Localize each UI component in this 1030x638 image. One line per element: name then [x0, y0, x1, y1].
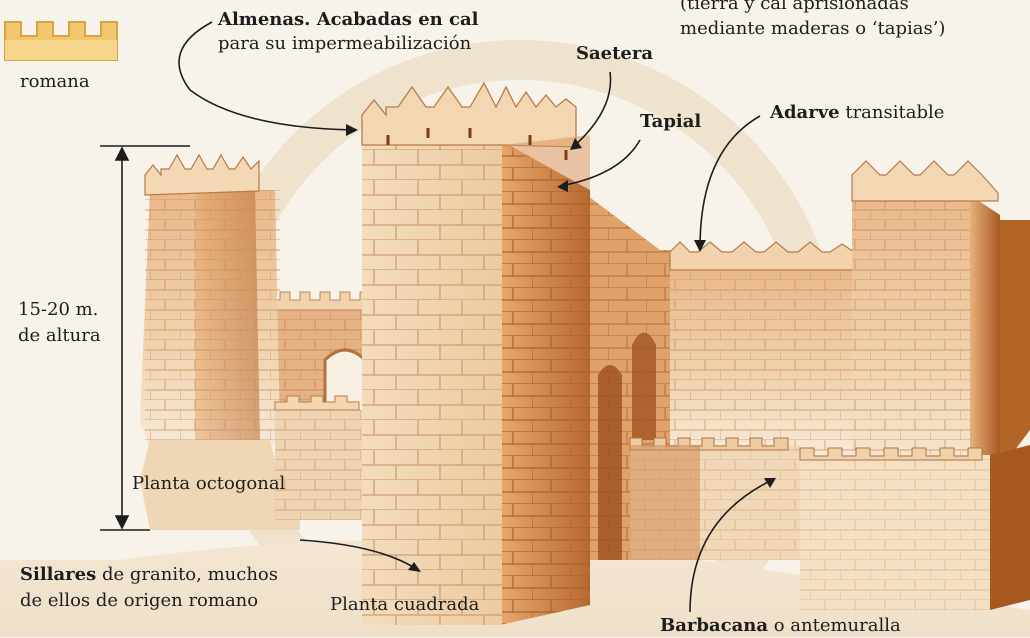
right-tower [852, 161, 1030, 480]
tapial-label: Tapial [640, 110, 701, 134]
barbacana-label: Barbacana o antemuralla [660, 614, 901, 638]
adarve-label-bold: Adarve [770, 102, 840, 123]
almenas-label: Almenas. Acabadas en cal [218, 8, 478, 32]
merlon-legend-icon [5, 22, 117, 60]
adarve-label-rest: transitable [840, 102, 945, 123]
adarve-wall [670, 242, 860, 455]
height-label-line1: 15-20 m. [18, 298, 98, 322]
tapial-definition-line2: mediante maderas o ‘tapias’) [680, 17, 945, 41]
square-tower [362, 83, 590, 625]
barbacana-label-bold: Barbacana [660, 615, 768, 636]
saetera-label: Saetera [576, 42, 653, 66]
inner-wall [275, 396, 370, 520]
height-label-line2: de altura [18, 324, 101, 348]
sillares-label-rest: de granito, muchos [96, 564, 278, 585]
romana-label: romana [20, 70, 90, 94]
almenas-label-bold: Almenas. [218, 9, 310, 30]
planta-octogonal-label: Planta octogonal [132, 472, 285, 496]
adarve-label: Adarve transitable [770, 101, 944, 125]
almenas-label-rest: Acabadas en cal [310, 9, 478, 30]
sillares-label: Sillares de granito, muchos [20, 563, 278, 587]
planta-cuadrada-label: Planta cuadrada [330, 593, 479, 617]
sillares-label-bold: Sillares [20, 564, 96, 585]
sillares-label-line2: de ellos de origen romano [20, 589, 258, 613]
tapial-definition-line1: (tierra y cal aprisionadas [680, 0, 909, 16]
almenas-label-line2: para su impermeabilización [218, 32, 471, 56]
barbacana-label-rest: o antemuralla [768, 615, 901, 636]
